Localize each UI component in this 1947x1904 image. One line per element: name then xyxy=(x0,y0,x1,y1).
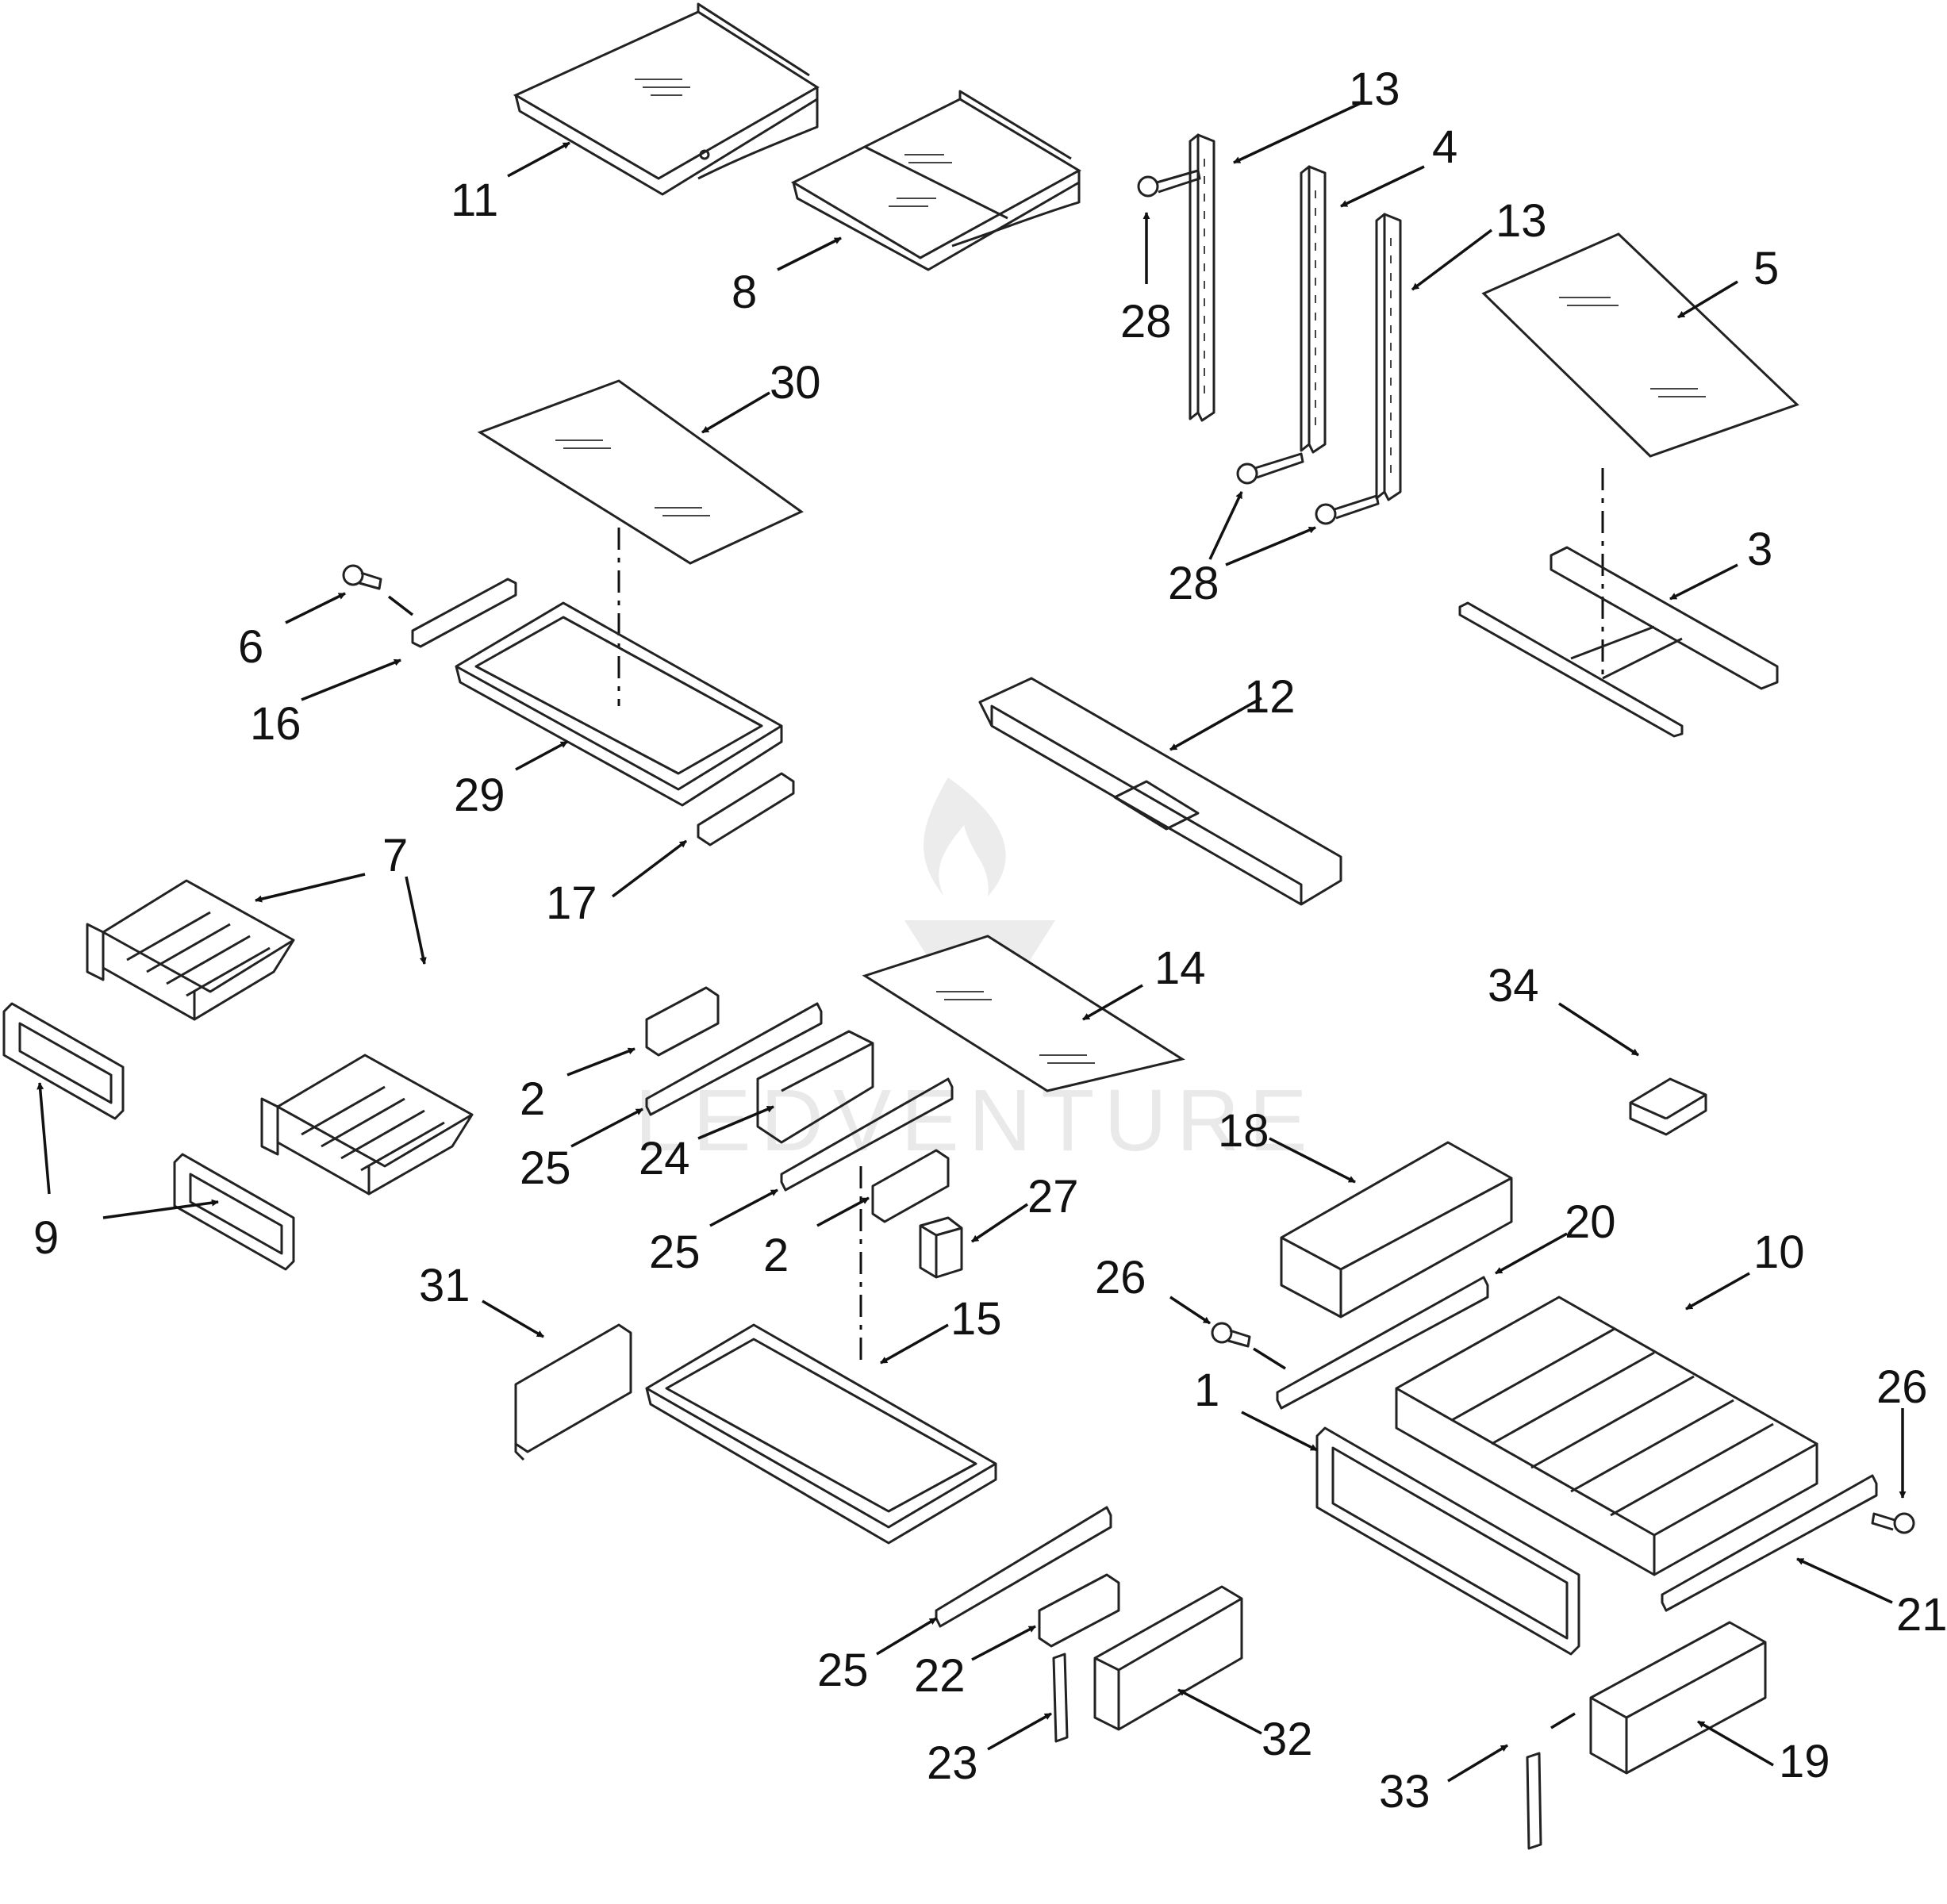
part-slide-20 xyxy=(1276,1276,1489,1410)
part-rail-13b xyxy=(1375,213,1402,501)
callout-3: 3 xyxy=(1747,524,1772,575)
callout-22: 22 xyxy=(914,1650,966,1702)
part-bracket-22 xyxy=(1038,1573,1120,1648)
callout-12: 12 xyxy=(1244,671,1296,723)
callout-4: 4 xyxy=(1432,121,1457,173)
part-slide-21 xyxy=(1661,1474,1878,1612)
callout-11: 11 xyxy=(451,175,498,226)
part-housing-19 xyxy=(1589,1621,1767,1775)
callout-27: 27 xyxy=(1027,1171,1079,1223)
part-bracket-31 xyxy=(514,1323,632,1461)
callout-14: 14 xyxy=(1154,942,1206,994)
callout-2: 2 xyxy=(520,1073,545,1125)
callout-15: 15 xyxy=(950,1293,1002,1345)
part-duct-12 xyxy=(978,677,1342,906)
callout-labels: 11 8 13 4 13 28 5 30 28 3 6 16 29 12 17 … xyxy=(33,63,1947,1818)
part-rail-13a xyxy=(1189,133,1215,422)
part-stick-23 xyxy=(1052,1653,1069,1743)
watermark-text: LEDVENTURE xyxy=(635,1072,1317,1169)
part-drawer-10 xyxy=(1395,1296,1818,1576)
part-screw-26a xyxy=(1211,1322,1251,1348)
callout-13: 13 xyxy=(1496,195,1547,247)
part-shelf-11 xyxy=(513,2,820,196)
callout-28: 28 xyxy=(1168,558,1219,609)
part-bracket-17 xyxy=(697,772,795,846)
part-slide-25a xyxy=(645,1002,823,1116)
callout-28: 28 xyxy=(1120,296,1172,347)
part-bracket-2b xyxy=(871,1149,950,1223)
part-stick-33 xyxy=(1526,1752,1542,1850)
callout-33: 33 xyxy=(1379,1766,1430,1818)
part-frame-3 xyxy=(1458,546,1779,738)
callout-10: 10 xyxy=(1753,1226,1805,1278)
part-bracket-24 xyxy=(756,1030,874,1144)
part-cube-27 xyxy=(919,1216,963,1279)
part-glass-14 xyxy=(862,935,1185,1092)
callout-21: 21 xyxy=(1896,1589,1947,1641)
callout-24: 24 xyxy=(639,1133,690,1184)
callout-17: 17 xyxy=(546,877,597,929)
part-bracket-2a xyxy=(645,986,720,1057)
part-screw-28b xyxy=(1236,452,1304,485)
part-screw-26b xyxy=(1871,1512,1915,1534)
part-shelf-8 xyxy=(790,90,1082,271)
part-slide-25c xyxy=(935,1506,1112,1628)
callout-18: 18 xyxy=(1218,1105,1269,1157)
callout-7: 7 xyxy=(382,830,408,881)
callout-20: 20 xyxy=(1565,1196,1616,1248)
callout-9: 9 xyxy=(33,1212,59,1264)
part-screw-28a xyxy=(1137,169,1201,198)
callout-5: 5 xyxy=(1753,243,1779,294)
part-block-34 xyxy=(1629,1077,1707,1136)
callout-25: 25 xyxy=(817,1645,869,1696)
callout-2: 2 xyxy=(763,1230,789,1281)
callout-19: 19 xyxy=(1779,1736,1830,1787)
part-housing-18 xyxy=(1280,1141,1513,1319)
part-screw-6 xyxy=(342,564,382,590)
callout-32: 32 xyxy=(1262,1714,1313,1765)
part-slide-25b xyxy=(780,1077,954,1192)
part-bin-7b xyxy=(260,1054,474,1196)
callout-25: 25 xyxy=(520,1142,571,1194)
callout-31: 31 xyxy=(419,1260,470,1311)
part-bin-7a xyxy=(86,879,295,1021)
callout-8: 8 xyxy=(732,267,757,318)
part-front-9a xyxy=(2,1002,125,1120)
callout-25: 25 xyxy=(649,1226,701,1278)
callout-6: 6 xyxy=(238,621,263,673)
callout-16: 16 xyxy=(250,698,301,750)
part-glass-5 xyxy=(1481,232,1799,458)
callout-1: 1 xyxy=(1194,1365,1219,1416)
part-bracket-16 xyxy=(411,578,517,648)
callout-30: 30 xyxy=(770,357,821,409)
part-rail-4 xyxy=(1300,165,1327,454)
leader-arrows xyxy=(36,102,1907,1783)
part-front-9b xyxy=(173,1153,295,1271)
callout-26: 26 xyxy=(1876,1361,1928,1413)
callout-34: 34 xyxy=(1488,960,1539,1012)
part-screw-28c xyxy=(1315,494,1380,525)
part-frame-29 xyxy=(455,601,783,807)
callout-13: 13 xyxy=(1349,63,1400,115)
part-housing-32 xyxy=(1093,1585,1243,1731)
part-front-panel-1 xyxy=(1315,1426,1580,1656)
callout-29: 29 xyxy=(454,770,505,821)
part-glass-30 xyxy=(477,379,804,565)
part-frame-15 xyxy=(645,1323,997,1545)
callout-23: 23 xyxy=(927,1737,978,1789)
callout-26: 26 xyxy=(1095,1252,1146,1303)
